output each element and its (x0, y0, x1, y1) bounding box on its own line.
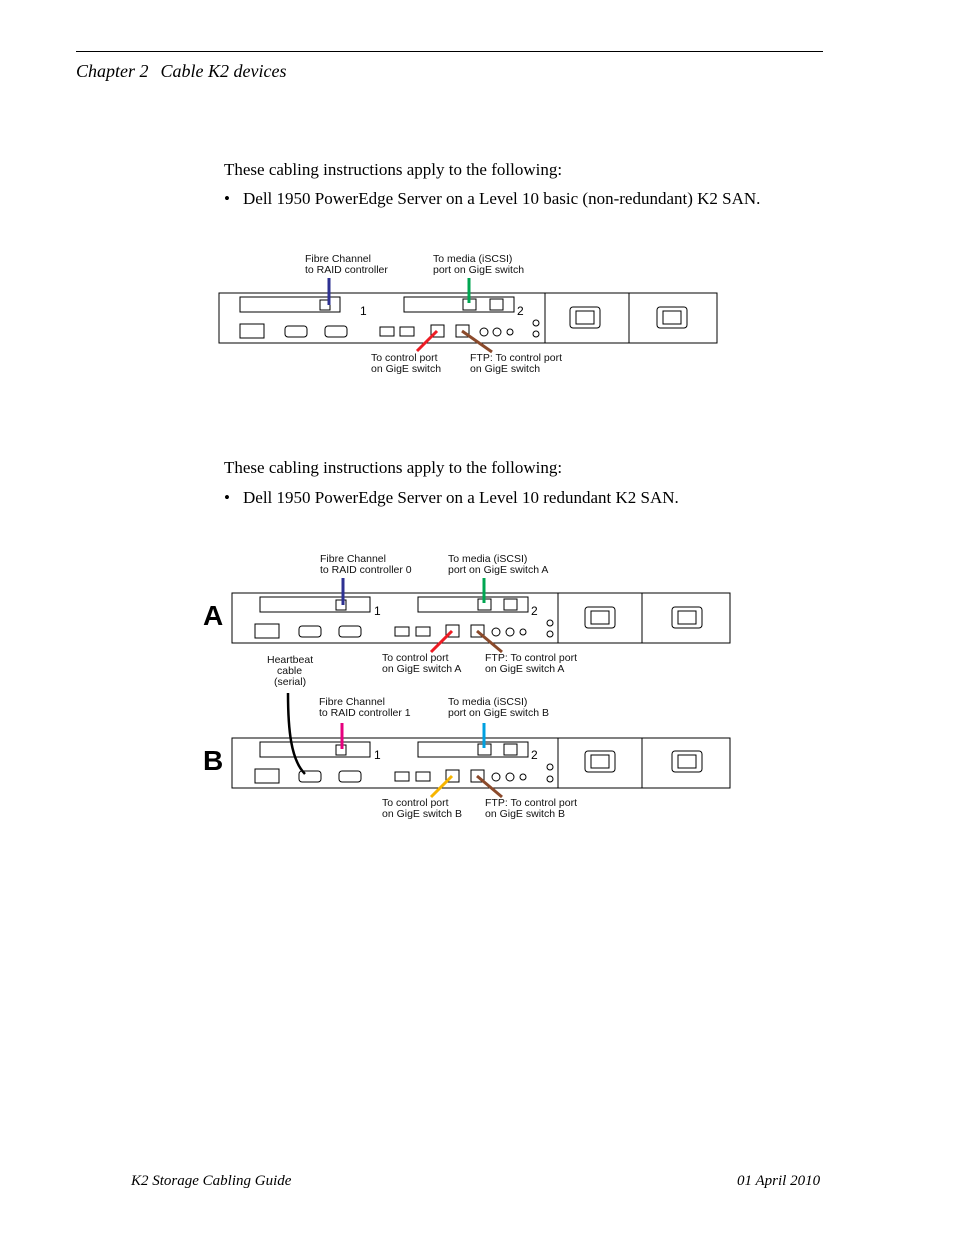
fc-a-label-line2: to RAID controller 0 (320, 564, 412, 576)
ftp-label-line1: FTP: To control port (470, 352, 562, 364)
control-cable-a (429, 629, 454, 654)
slot-number-2: 2 (517, 304, 524, 318)
ctrl-a-label-line1: To control port (382, 652, 449, 664)
server-a-slot-number-2: 2 (531, 604, 538, 618)
section1-bullet-text: Dell 1950 PowerEdge Server on a Level 10… (243, 189, 761, 208)
media-a-label-line2: port on GigE switch A (448, 564, 548, 576)
ftp-a-label-line2: on GigE switch A (485, 663, 564, 675)
pci-slot-2 (403, 296, 515, 313)
power-inlet-1 (569, 306, 601, 329)
header-rule (76, 51, 823, 52)
heartbeat-label-line2: cable (277, 665, 302, 677)
bullet-dot: • (224, 488, 230, 507)
media-a-label-line1: To media (iSCSI) (448, 553, 527, 565)
ftp-a-label-line1: FTP: To control port (485, 652, 577, 664)
server-a-serial-connector (298, 625, 322, 638)
serial-connector (284, 325, 308, 338)
server-a-marker: A (203, 600, 223, 631)
control-label-line1: To control port (371, 352, 438, 364)
vga-connector (324, 325, 348, 338)
section1-bullet: • Dell 1950 PowerEdge Server on a Level 1… (224, 189, 760, 209)
iscsi-port-2 (489, 298, 504, 311)
fc-label-line1: Fibre Channel (305, 253, 371, 265)
media-b-label-line2: port on GigE switch B (448, 707, 549, 719)
heartbeat-cable (286, 692, 306, 775)
section2-bullet: • Dell 1950 PowerEdge Server on a Level 1… (224, 488, 679, 508)
section1-intro: These cabling instructions apply to the … (224, 160, 563, 179)
indicator-2 (492, 327, 502, 337)
chapter-number: Chapter 2 (76, 61, 149, 81)
section2-bullet-text: Dell 1950 PowerEdge Server on a Level 10… (243, 488, 679, 507)
footer-date: 01 April 2010 (737, 1173, 821, 1189)
diagram-redundant-san: Fibre Channel to RAID controller 0 To me… (203, 553, 731, 820)
pci-slot-1 (239, 296, 341, 313)
ctrl-a-label-line2: on GigE switch A (382, 663, 461, 675)
control-cable-b (429, 774, 454, 799)
chapter-title: Cable K2 devices (160, 61, 287, 81)
server-b-slot-number-1: 1 (374, 748, 381, 762)
video-blank (239, 323, 265, 339)
fc-a-label-line1: Fibre Channel (320, 553, 386, 565)
diagram-basic-san: Fibre Channel to RAID controller To medi… (218, 253, 718, 375)
usb-port-1 (379, 326, 395, 337)
server-a-slot-number-1: 1 (374, 604, 381, 618)
fc-label-line2: to RAID controller (305, 264, 388, 276)
fc-b-label-line2: to RAID controller 1 (319, 707, 411, 719)
heartbeat-label-line3: (serial) (274, 676, 306, 688)
fc-b-label-line1: Fibre Channel (319, 696, 385, 708)
heartbeat-label-line1: Heartbeat (267, 654, 313, 666)
ctrl-b-label-line1: To control port (382, 797, 449, 809)
media-label-line1: To media (iSCSI) (433, 253, 512, 265)
bullet-dot: • (224, 189, 230, 208)
ctrl-b-label-line2: on GigE switch B (382, 808, 462, 820)
ftp-cable (461, 329, 493, 354)
ftp-b-label-line1: FTP: To control port (485, 797, 577, 809)
indicator-3 (506, 328, 514, 336)
server-b-marker: B (203, 745, 223, 776)
ftp-cable-a (476, 629, 503, 654)
footer-guide-title: K2 Storage Cabling Guide (131, 1173, 292, 1189)
media-b-label-line1: To media (iSCSI) (448, 696, 527, 708)
section2-intro: These cabling instructions apply to the … (224, 458, 563, 477)
id-led-2 (532, 330, 540, 338)
ftp-label-line2: on GigE switch (470, 363, 540, 375)
control-label-line2: on GigE switch (371, 363, 441, 375)
power-inlet-2 (656, 306, 688, 329)
indicator-1 (479, 327, 489, 337)
slot-number-1: 1 (360, 304, 367, 318)
server-b-slot-number-2: 2 (531, 748, 538, 762)
ftp-b-label-line2: on GigE switch B (485, 808, 565, 820)
running-header: Chapter 2 Cable K2 devices (76, 61, 286, 82)
id-led-1 (532, 319, 540, 327)
usb-port-2 (399, 326, 415, 337)
control-cable (415, 329, 439, 353)
media-label-line2: port on GigE switch (433, 264, 524, 276)
ftp-cable-b (476, 774, 503, 799)
